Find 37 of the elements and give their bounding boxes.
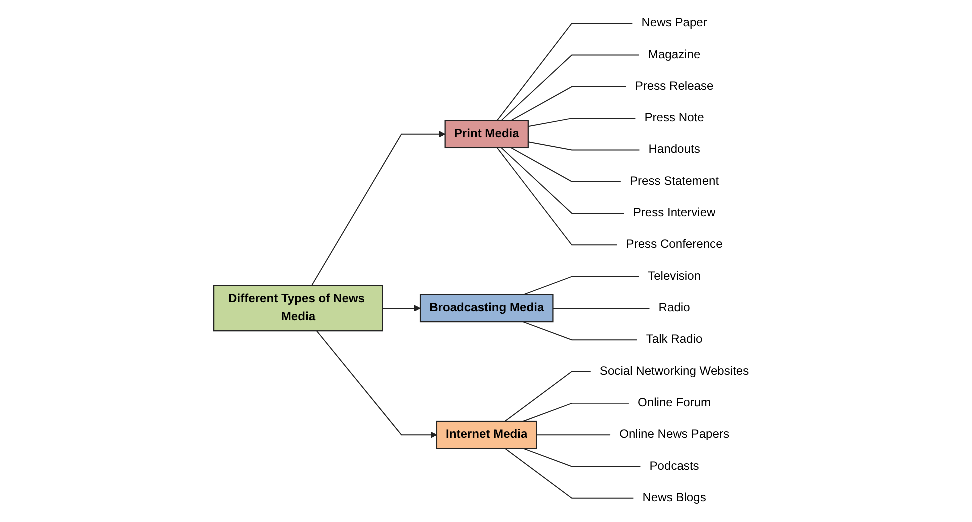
node-box: Print Media <box>444 120 529 148</box>
node-text: News Blogs <box>642 492 706 504</box>
node-text: Radio <box>658 302 690 314</box>
node-text: Podcasts <box>650 460 700 473</box>
node-text: Press Conference <box>626 238 723 252</box>
connector <box>496 147 618 246</box>
node-text: Press Interview <box>633 206 716 220</box>
connector <box>552 308 650 309</box>
arrow <box>316 330 438 438</box>
node-text: Social Networking Websites <box>600 364 750 378</box>
connector <box>500 54 640 122</box>
connector <box>510 147 622 182</box>
node-box: Broadcasting Media <box>420 294 554 323</box>
node-text: Press Release <box>635 80 714 93</box>
node-text: News Paper <box>642 16 708 30</box>
connector <box>504 448 634 499</box>
node-box: Internet Media <box>436 420 538 450</box>
arrow <box>382 305 421 312</box>
connector <box>528 142 640 151</box>
connector <box>528 118 636 128</box>
node-text: Online News Papers <box>619 428 730 442</box>
connector <box>496 23 634 122</box>
node-text: Press Statement <box>630 175 719 188</box>
connector <box>522 448 642 468</box>
node-text: Television <box>648 270 701 283</box>
connector <box>536 434 611 436</box>
node-text: Magazine <box>648 48 701 62</box>
connector <box>500 147 625 214</box>
arrow <box>311 131 446 286</box>
connector <box>522 402 630 422</box>
node-text: Talk Radio <box>646 333 703 346</box>
connector <box>510 86 627 122</box>
connector <box>504 371 592 422</box>
node-text: Online Forum <box>638 396 711 410</box>
node-text: Handouts <box>648 143 700 156</box>
node-box: Different Types of News Media <box>213 285 384 332</box>
node-text: Press Note <box>644 112 704 125</box>
